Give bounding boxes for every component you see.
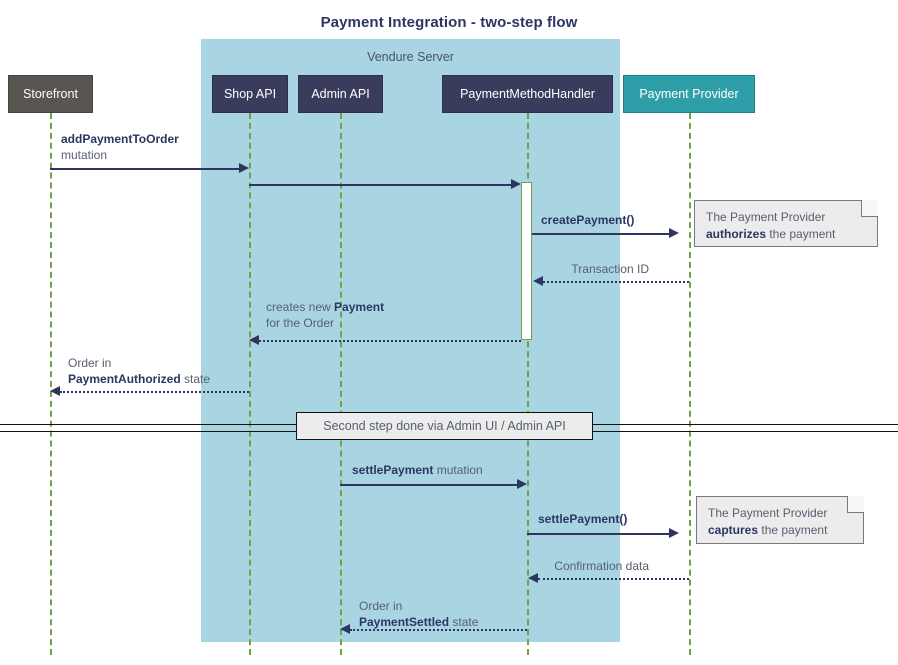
message-arrow-settle-payment-mutation	[340, 484, 517, 486]
arrowhead-right-icon	[669, 228, 679, 238]
message-arrow-confirmation-data	[538, 578, 689, 580]
arrowhead-right-icon	[517, 479, 527, 489]
note-line-2-plain: the payment	[766, 227, 836, 241]
participant-label: Storefront	[23, 87, 78, 101]
message-label-bold: addPaymentToOrder	[61, 132, 179, 146]
message-label-order-payment-authorized: Order in PaymentAuthorized state	[68, 355, 210, 387]
page-title: Payment Integration - two-step flow	[320, 14, 578, 31]
note-fold-corner-icon	[847, 496, 864, 513]
note-line-2-plain: the payment	[758, 523, 828, 537]
note-line-2-bold: authorizes	[706, 227, 767, 241]
note-fold-corner-icon	[861, 200, 878, 217]
lifeline-storefront	[50, 113, 52, 655]
note-captures: The Payment Provider captures the paymen…	[696, 496, 864, 544]
message-arrow-creates-new-payment	[259, 340, 521, 342]
lifeline-provider	[689, 113, 691, 655]
message-label-creates-new-payment: creates new Payment for the Order	[266, 299, 384, 331]
message-label-confirmation-data: Confirmation data	[449, 558, 649, 574]
participant-label: Payment Provider	[639, 87, 739, 101]
message-label-plain: Order in	[68, 356, 112, 370]
message-label-plain-2: state	[449, 615, 479, 629]
arrowhead-left-icon	[340, 624, 350, 634]
participant-admin-api[interactable]: Admin API	[298, 75, 383, 113]
arrowhead-left-icon	[528, 573, 538, 583]
participant-label: Shop API	[223, 87, 277, 101]
participant-shop-api[interactable]: Shop API	[212, 75, 288, 113]
participant-label: Admin API	[311, 87, 370, 101]
message-label-plain: Confirmation data	[554, 559, 649, 573]
lifeline-shop-api	[249, 113, 251, 655]
message-label-add-payment-to-order: addPaymentToOrder mutation	[61, 131, 179, 163]
message-label-settle-payment-call: settlePayment()	[538, 511, 627, 527]
message-label-bold: PaymentAuthorized	[68, 372, 181, 386]
message-arrow-add-payment-to-order	[50, 168, 239, 170]
message-label-plain: Transaction ID	[571, 262, 649, 276]
message-arrow-shop-to-handler	[249, 184, 511, 186]
lifeline-handler	[527, 113, 529, 655]
note-authorizes: The Payment Provider authorizes the paym…	[694, 200, 878, 247]
arrowhead-left-icon	[50, 386, 60, 396]
note-line-1: The Payment Provider	[706, 210, 826, 224]
message-label-bold: settlePayment()	[538, 512, 628, 526]
participant-storefront[interactable]: Storefront	[8, 75, 93, 113]
message-label-plain: mutation	[433, 463, 483, 477]
message-label-plain-2: for the Order	[266, 316, 335, 330]
message-label-bold: createPayment()	[541, 213, 635, 227]
divider-label-box: Second step done via Admin UI / Admin AP…	[296, 412, 593, 440]
message-label-bold: PaymentSettled	[359, 615, 450, 629]
arrowhead-right-icon	[669, 528, 679, 538]
message-arrow-order-payment-authorized	[60, 391, 249, 393]
activation-bar-handler	[521, 182, 532, 340]
message-label-bold: Payment	[334, 300, 385, 314]
note-line-1: The Payment Provider	[708, 506, 828, 520]
note-line-2-bold: captures	[708, 523, 759, 537]
message-arrow-order-payment-settled	[350, 629, 527, 631]
arrowhead-right-icon	[239, 163, 249, 173]
message-label-plain: mutation	[61, 148, 108, 162]
message-label-bold: settlePayment	[352, 463, 434, 477]
message-arrow-create-payment	[532, 233, 669, 235]
lifeline-admin-api	[340, 113, 342, 655]
message-label-plain: Order in	[359, 599, 403, 613]
group-label: Vendure Server	[367, 50, 454, 64]
arrowhead-left-icon	[249, 335, 259, 345]
participant-payment-provider[interactable]: Payment Provider	[623, 75, 755, 113]
participant-payment-method-handler[interactable]: PaymentMethodHandler	[442, 75, 613, 113]
divider-label: Second step done via Admin UI / Admin AP…	[323, 419, 566, 433]
message-label-plain: creates new	[266, 300, 335, 314]
participant-label: PaymentMethodHandler	[460, 87, 595, 101]
message-label-order-payment-settled: Order in PaymentSettled state	[359, 598, 478, 630]
arrowhead-left-icon	[533, 276, 543, 286]
message-arrow-transaction-id	[543, 281, 689, 283]
message-label-settle-payment-mutation: settlePayment mutation	[352, 462, 483, 478]
message-label-plain-2: state	[180, 372, 211, 386]
message-label-create-payment: createPayment()	[541, 212, 634, 228]
message-arrow-settle-payment-call	[527, 533, 669, 535]
arrowhead-right-icon	[511, 179, 521, 189]
message-label-transaction-id: Transaction ID	[449, 261, 649, 277]
